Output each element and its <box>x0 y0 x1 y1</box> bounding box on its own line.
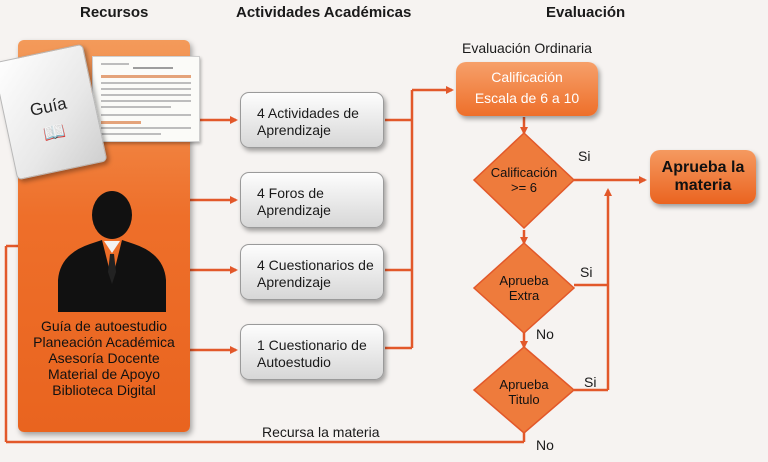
activity-line: 4 Cuestionarios de <box>257 257 374 273</box>
decision-titulo-text: Aprueba Titulo <box>469 377 579 407</box>
calificacion-scale: Escala de 6 a 10 <box>474 90 580 106</box>
decision-extra-text: Aprueba Extra <box>469 273 579 303</box>
label-si-3: Si <box>584 374 597 390</box>
activity-line: 1 Cuestionario de <box>257 337 367 353</box>
person-silhouette-icon <box>58 191 166 312</box>
decision-calificacion-text: Calificación >= 6 <box>469 165 579 195</box>
decision-line: >= 6 <box>510 180 538 195</box>
activity-line: Aprendizaje <box>257 274 331 290</box>
aprueba-line: materia <box>674 177 732 194</box>
activity-box-actividades: 4 Actividades de Aprendizaje <box>240 92 384 148</box>
decision-line: Titulo <box>508 392 540 407</box>
label-no-1: No <box>536 326 554 342</box>
decision-line: Aprueba <box>499 273 549 288</box>
activity-line: Autoestudio <box>257 354 331 370</box>
header-recursos: Recursos <box>80 4 149 21</box>
resources-list: Guía de autoestudio Planeación Académica… <box>18 318 190 398</box>
label-no-2: No <box>536 437 554 453</box>
decision-calificacion <box>472 131 576 230</box>
decision-line: Calificación <box>490 165 558 180</box>
resource-item: Material de Apoyo <box>47 366 161 382</box>
header-actividades: Actividades Académicas <box>236 4 412 21</box>
activity-line: Aprendizaje <box>257 202 331 218</box>
calificacion-line: Calificación <box>491 69 563 85</box>
decision-titulo <box>472 346 576 434</box>
label-recursa-materia: Recursa la materia <box>262 424 380 440</box>
resource-item: Guía de autoestudio <box>40 318 168 334</box>
decision-line: Aprueba <box>499 377 549 392</box>
activity-line: 4 Foros de <box>257 185 324 201</box>
resource-item: Planeación Académica <box>33 334 175 350</box>
document-thumbnail <box>92 56 200 142</box>
activity-box-autoestudio: 1 Cuestionario de Autoestudio <box>240 324 384 380</box>
activity-line: Aprendizaje <box>257 122 331 138</box>
activity-box-cuestionarios: 4 Cuestionarios de Aprendizaje <box>240 244 384 300</box>
header-evaluacion: Evaluación <box>546 4 626 21</box>
resource-item: Asesoría Docente <box>48 350 160 366</box>
decision-extra <box>472 241 576 335</box>
open-book-icon: 📖 <box>41 120 68 145</box>
label-si-2: Si <box>580 264 593 280</box>
activity-line: 4 Actividades de <box>257 105 359 121</box>
aprueba-line: Aprueba la <box>661 159 745 176</box>
label-si-1: Si <box>578 148 591 164</box>
activity-box-foros: 4 Foros de Aprendizaje <box>240 172 384 228</box>
guia-label: Guía <box>28 93 69 120</box>
aprueba-materia-box: Aprueba la materia <box>650 150 756 204</box>
label-evaluacion-ordinaria: Evaluación Ordinaria <box>462 40 592 56</box>
decision-line: Extra <box>508 288 540 303</box>
calificacion-box: Calificación Escala de 6 a 10 <box>456 62 598 116</box>
resource-item: Biblioteca Digital <box>52 382 156 398</box>
